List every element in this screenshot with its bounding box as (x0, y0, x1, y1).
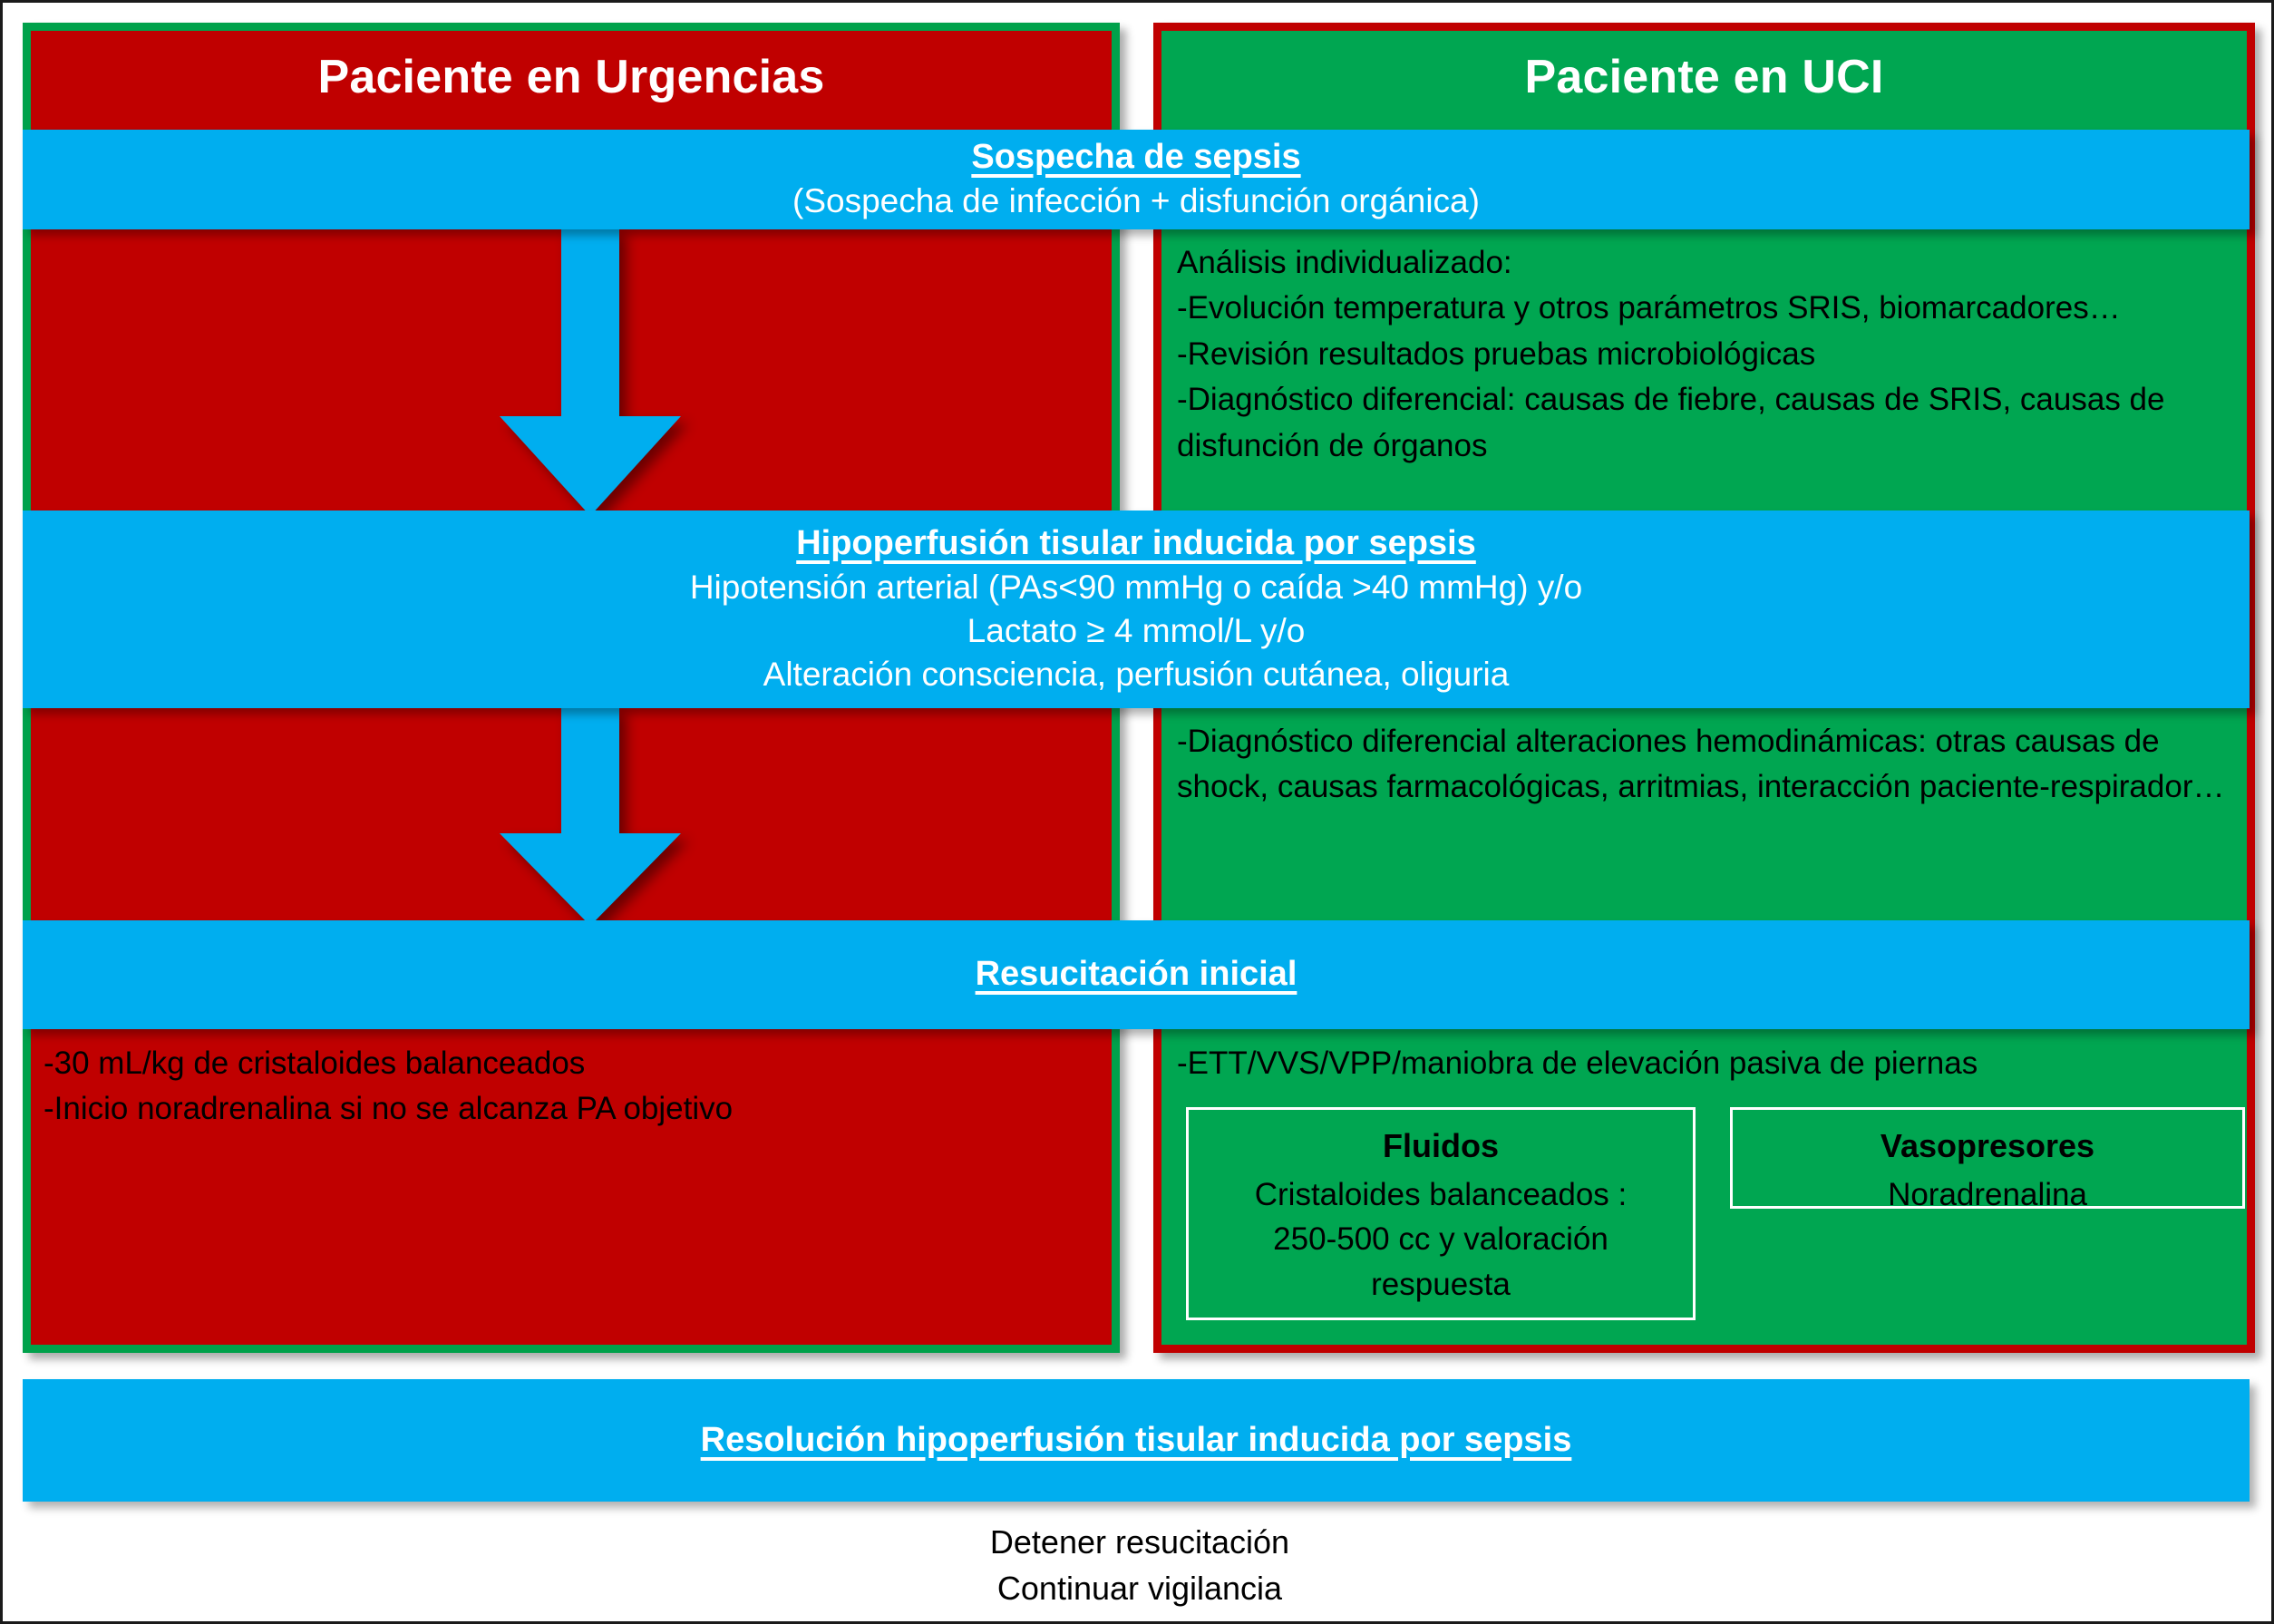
footer-text: Detener resucitación Continuar vigilanci… (3, 1519, 2271, 1611)
band-resucitacion-title: Resucitación inicial (975, 955, 1297, 994)
band-hipoperfusion-title: Hipoperfusión tisular inducida por sepsi… (796, 524, 1476, 563)
band-hipoperfusion-line-1: Hipotensión arterial (PAs<90 mmHg o caíd… (689, 568, 1583, 606)
icu-column-header: Paciente en UCI (1524, 51, 1884, 103)
arrow-down-icon (500, 228, 681, 516)
icu-hemodynamic-item-1: -Diagnóstico diferencial alteraciones he… (1177, 724, 2225, 805)
band-sospecha-subtitle: (Sospecha de infección + disfunción orgá… (792, 181, 1480, 219)
band-sospecha-de-sepsis: Sospecha de sepsis (Sospecha de infecció… (23, 130, 2250, 229)
icu-analysis-heading: Análisis individualizado: (1177, 245, 1512, 280)
subbox-fluidos-line-3: respuesta (1371, 1266, 1511, 1302)
subbox-vasopresores-line-1: Noradrenalina (1888, 1176, 2087, 1212)
icu-treatment-subboxes: Fluidos Cristaloides balanceados : 250-5… (1186, 1107, 2245, 1320)
subbox-vasopresores-title: Vasopresores (1880, 1127, 2095, 1164)
er-resuscitation-item-1: -30 mL/kg de cristaloides balanceados (44, 1045, 586, 1081)
footer-line-2: Continuar vigilancia (996, 1570, 1283, 1608)
icu-analysis-text: Análisis individualizado: -Evolución tem… (1177, 240, 2238, 469)
icu-analysis-item-2: -Revisión resultados pruebas microbiológ… (1177, 335, 1816, 372)
subbox-fluidos-line-2: 250-500 cc y valoración (1273, 1221, 1608, 1258)
band-hipoperfusion-tisular: Hipoperfusión tisular inducida por sepsi… (23, 511, 2250, 708)
icu-resuscitation-item-1: -ETT/VVS/VPP/maniobra de elevación pasiv… (1177, 1045, 1978, 1081)
subbox-vasopresores: Vasopresores Noradrenalina (1730, 1107, 2245, 1212)
subbox-fluidos-title: Fluidos (1383, 1127, 1499, 1164)
footer-line-1: Detener resucitación (989, 1523, 1290, 1561)
icu-hemodynamic-ddx-text: -Diagnóstico diferencial alteraciones he… (1177, 719, 2238, 811)
subbox-fluidos: Fluidos Cristaloides balanceados : 250-5… (1186, 1107, 1696, 1320)
icu-resuscitation-text: -ETT/VVS/VPP/maniobra de elevación pasiv… (1177, 1041, 2238, 1086)
arrow-down-icon (500, 706, 681, 926)
band-resucitacion-inicial: Resucitación inicial (23, 920, 2250, 1029)
band-resolucion-hipoperfusion: Resolución hipoperfusión tisular inducid… (23, 1379, 2250, 1502)
icu-analysis-item-1: -Evolución temperatura y otros parámetro… (1177, 290, 2121, 326)
subbox-fluidos-line-1: Cristaloides balanceados : (1254, 1176, 1628, 1212)
band-sospecha-title: Sospecha de sepsis (971, 138, 1301, 177)
band-hipoperfusion-line-3: Alteración consciencia, perfusión cutáne… (763, 655, 1510, 693)
emergency-column-header: Paciente en Urgencias (317, 51, 825, 103)
icu-analysis-item-3: -Diagnóstico diferencial: causas de fieb… (1177, 382, 2165, 463)
band-resolucion-title: Resolución hipoperfusión tisular inducid… (700, 1420, 1572, 1459)
emergency-resuscitation-text: -30 mL/kg de cristaloides balanceados -I… (44, 1041, 1095, 1133)
er-resuscitation-item-2: -Inicio noradrenalina si no se alcanza P… (44, 1091, 734, 1127)
band-hipoperfusion-line-2: Lactato ≥ 4 mmol/L y/o (967, 611, 1306, 649)
